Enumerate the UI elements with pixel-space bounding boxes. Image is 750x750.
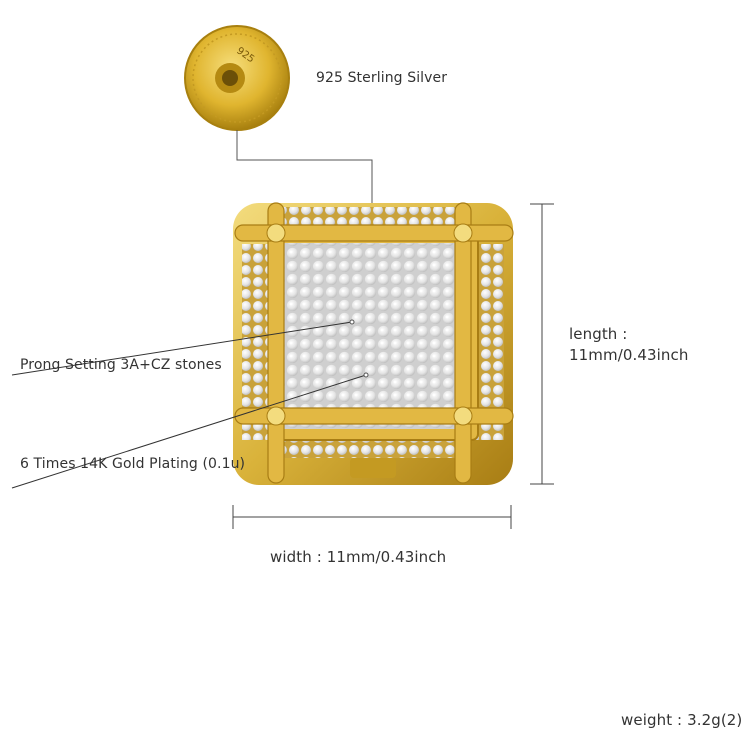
callout-dot-plating [363,372,369,378]
length-label: length : 11mm/0.43inch [569,324,689,366]
callout-line-material [236,130,373,212]
callout-line-plating [11,374,367,489]
material-label: 925 Sterling Silver [316,70,448,86]
length-label-value: 11mm/0.43inch [569,346,689,364]
width-label: width : 11mm/0.43inch [270,548,447,566]
length-label-title: length : [569,325,628,343]
weight-label: weight : 3.2g(2) [621,711,743,729]
earring-back-image [184,25,290,131]
plating-label: 6 Times 14K Gold Plating (0.1u) [20,456,246,472]
earring-front-image [233,202,514,485]
length-dimension-line [530,203,554,485]
callout-dot-setting [349,319,355,325]
setting-label: Prong Setting 3A+CZ stones [20,357,222,373]
width-dimension-line [232,505,512,529]
callout-line-setting [11,321,353,376]
